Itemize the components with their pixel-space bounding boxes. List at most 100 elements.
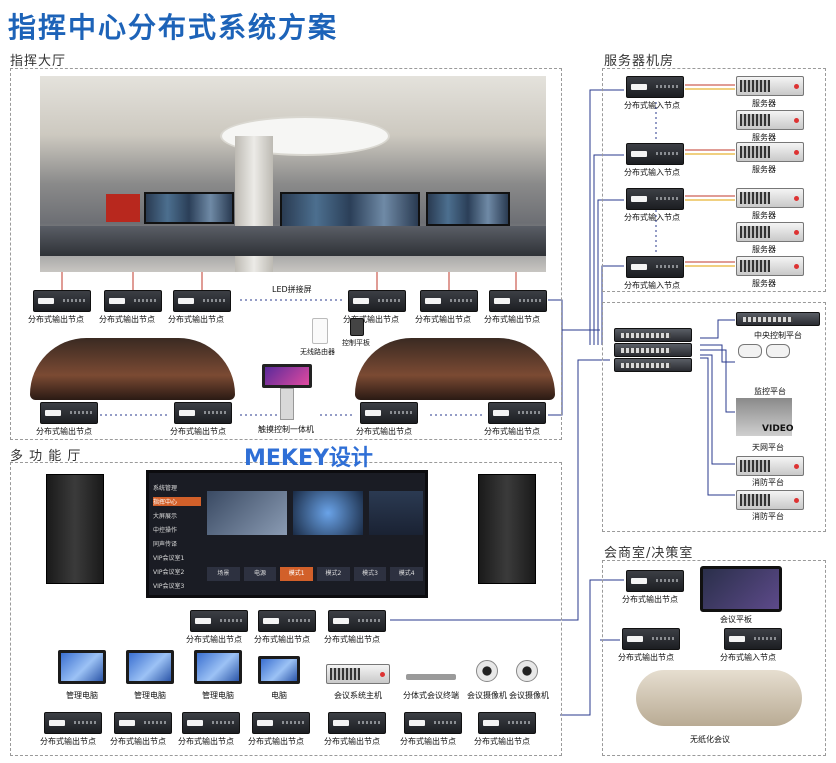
server: [736, 76, 804, 96]
output-node-label: 分布式输出节点: [343, 315, 399, 324]
touch-panel-stand: [280, 388, 294, 420]
fire-server: [736, 456, 804, 476]
skynet-platform-label: 天网平台: [752, 443, 784, 452]
camera-icon: [516, 660, 538, 682]
output-node-label: 分布式输出节点: [474, 737, 530, 746]
section-label-hall: 指挥大厅: [10, 54, 67, 69]
ui-scene-button[interactable]: 场景: [207, 567, 240, 581]
input-node-label: 分布式输入节点: [624, 101, 680, 110]
region-hall: [10, 68, 562, 440]
line-array-speaker-right: [478, 474, 536, 584]
router-icon: [312, 318, 328, 344]
output-node: [420, 290, 478, 312]
region-meeting-room: [602, 560, 826, 756]
mgmt-pc-label: 管理电脑: [202, 691, 234, 700]
conference-host-icon: [326, 664, 390, 684]
output-node: [328, 712, 386, 734]
core-switch: [614, 358, 692, 372]
output-node-label: 分布式输出节点: [622, 595, 678, 604]
server-label: 服务器: [752, 245, 776, 254]
camera-label: 会议摄像机: [509, 691, 549, 700]
ui-mode4-button[interactable]: 模式4: [390, 567, 424, 581]
region-server-room: [602, 68, 826, 292]
output-node-label: 分布式输出节点: [484, 427, 540, 436]
camera-icon: [738, 344, 762, 358]
output-node: [33, 290, 91, 312]
ui-menu-item-active: 指挥中心: [153, 497, 201, 506]
output-node-label: 分布式输出节点: [400, 737, 456, 746]
ui-menu-item: VIP会议室2: [153, 569, 185, 576]
ui-camera-view: [207, 491, 287, 535]
output-node-label: 分布式输出节点: [36, 427, 92, 436]
output-node: [404, 712, 462, 734]
monitor-icon: [194, 650, 242, 684]
watermark-text: MEKEY设计: [244, 446, 373, 471]
paperless-label: 无纸化会议: [690, 735, 730, 744]
ui-button-row: 场景 电源 模式1 模式2 模式3 模式4: [207, 567, 424, 581]
monitor-icon: [58, 650, 106, 684]
monitor-icon: [126, 650, 174, 684]
camera-label: 会议摄像机: [467, 691, 507, 700]
router-label: 无线路由器: [300, 348, 335, 356]
output-node: [114, 712, 172, 734]
output-node-label: 分布式输出节点: [168, 315, 224, 324]
conf-host-label: 会议系统主机: [334, 691, 382, 700]
server: [736, 110, 804, 130]
tablet-icon: [350, 318, 364, 336]
skynet-icon: VIDEO: [736, 398, 794, 436]
mgmt-pc-label: 管理电脑: [134, 691, 166, 700]
conference-panel-icon: [700, 566, 782, 612]
output-node: [252, 712, 310, 734]
output-node: [182, 712, 240, 734]
output-node-label: 分布式输出节点: [110, 737, 166, 746]
server-label: 服务器: [752, 165, 776, 174]
output-node-label: 分布式输出节点: [618, 653, 674, 662]
led-screen: [106, 194, 140, 222]
output-node-label: 分布式输出节点: [484, 315, 540, 324]
input-node-label: 分布式输入节点: [624, 281, 680, 290]
input-node: [626, 143, 684, 165]
input-node-label: 分布式输入节点: [624, 213, 680, 222]
output-node: [478, 712, 536, 734]
output-node: [190, 610, 248, 632]
output-node: [173, 290, 231, 312]
region-multi-hall: [10, 462, 562, 756]
server-label: 服务器: [752, 99, 776, 108]
output-node-label: 分布式输出节点: [170, 427, 226, 436]
operator-console-left: [30, 338, 235, 400]
touch-panel-screen: [262, 364, 312, 388]
section-label-meeting-room: 会商室/决策室: [604, 546, 694, 561]
output-node: [328, 610, 386, 632]
output-node: [622, 628, 680, 650]
input-node-label: 分布式输入节点: [624, 168, 680, 177]
ui-side-panel: [369, 491, 423, 535]
region-platforms: [602, 302, 826, 532]
line-array-speaker-left: [46, 474, 104, 584]
output-node: [174, 402, 232, 424]
video-text: VIDEO: [762, 424, 794, 434]
output-node-label: 分布式输出节点: [356, 427, 412, 436]
ui-menu: 系统管理 指挥中心 大屏展示 中控操作 同声传译 VIP会议室1 VIP会议室2…: [153, 483, 201, 590]
fire-server: [736, 490, 804, 510]
output-node-label: 分布式输出节点: [248, 737, 304, 746]
laptop-icon: [258, 656, 300, 684]
ui-mode2-button[interactable]: 模式2: [317, 567, 350, 581]
section-label-multi-hall: 多 功 能 厅: [10, 449, 82, 464]
led-label: LED拼接屏: [272, 285, 312, 294]
core-switch: [614, 328, 692, 342]
fire-platform-label: 消防平台: [752, 478, 784, 487]
central-control-device: [736, 312, 820, 326]
output-node-label: 分布式输出节点: [324, 635, 380, 644]
output-node-label: 分布式输出节点: [99, 315, 155, 324]
fire-platform-label: 消防平台: [752, 512, 784, 521]
input-node: [626, 256, 684, 278]
server: [736, 256, 804, 276]
output-node: [489, 290, 547, 312]
ui-menu-item: 中控操作: [153, 527, 178, 534]
ui-menu-item: VIP会议室1: [153, 555, 185, 562]
ui-mode3-button[interactable]: 模式3: [353, 567, 387, 581]
ui-mode1-button[interactable]: 模式1: [280, 567, 314, 581]
ui-power-button[interactable]: 电源: [243, 567, 277, 581]
conf-terminal-label: 分体式会议终端: [403, 691, 459, 700]
output-node-label: 分布式输出节点: [40, 737, 96, 746]
